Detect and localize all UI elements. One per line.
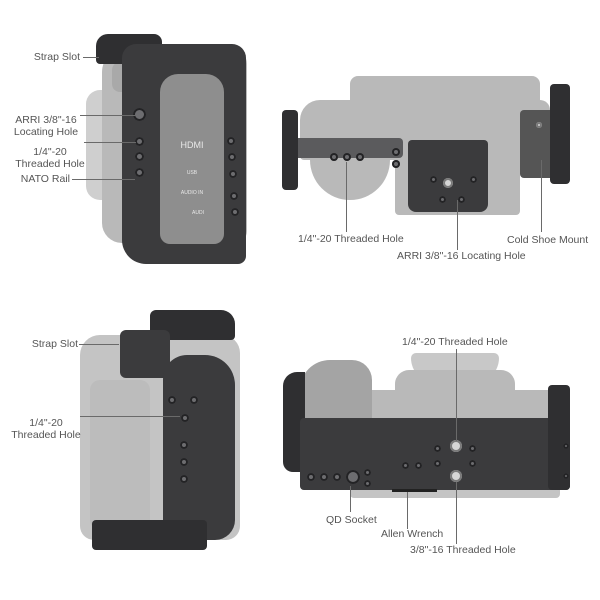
audio-in-label: AUDIO IN bbox=[180, 190, 204, 196]
threaded-hole-three-eighths bbox=[450, 470, 462, 482]
threaded-hole bbox=[330, 153, 338, 161]
threaded-hole bbox=[458, 196, 465, 203]
hdmi-label: HDMI bbox=[180, 140, 204, 150]
threaded-hole bbox=[356, 153, 364, 161]
cage-base-plate bbox=[300, 418, 570, 490]
cage-top-rail bbox=[283, 138, 403, 158]
leader-line bbox=[541, 160, 542, 232]
threaded-hole bbox=[415, 462, 422, 469]
threaded-hole bbox=[392, 160, 400, 168]
callout-qd-socket: QD Socket bbox=[326, 514, 377, 526]
callout-cold-shoe-mount: Cold Shoe Mount bbox=[507, 234, 589, 246]
cage-left-wrap bbox=[283, 372, 305, 472]
cage-right-side bbox=[550, 84, 570, 184]
leader-line bbox=[80, 416, 180, 417]
callout-threaded-hole-top: 1/4"-20 Threaded Hole bbox=[402, 336, 508, 348]
threaded-hole bbox=[364, 469, 371, 476]
threaded-hole bbox=[469, 445, 476, 452]
cold-shoe-screw bbox=[536, 122, 542, 128]
arri-locating-hole bbox=[443, 178, 453, 188]
threaded-hole bbox=[470, 176, 477, 183]
threaded-hole bbox=[180, 458, 188, 466]
callout-three-eighths-threaded-hole: 3/8"-16 Threaded Hole bbox=[410, 544, 516, 556]
callout-threaded-hole: 1/4"-20 Threaded Hole bbox=[298, 233, 404, 245]
callout-arri-locating-hole: ARRI 3/8"-16 Locating Hole bbox=[397, 250, 526, 262]
threaded-hole bbox=[392, 148, 400, 156]
leader-line bbox=[457, 200, 458, 250]
threaded-hole bbox=[227, 137, 235, 145]
threaded-hole bbox=[181, 414, 189, 422]
threaded-hole bbox=[563, 443, 569, 449]
callout-text: 1/4"-20 Threaded Hole bbox=[11, 417, 81, 441]
threaded-hole bbox=[430, 176, 437, 183]
leader-line bbox=[407, 492, 408, 529]
callout-threaded-hole: 1/4"-20 Threaded Hole bbox=[10, 405, 82, 441]
threaded-hole bbox=[563, 473, 569, 479]
threaded-hole bbox=[135, 137, 144, 146]
threaded-hole bbox=[402, 462, 409, 469]
threaded-hole bbox=[307, 473, 315, 481]
threaded-hole bbox=[229, 170, 237, 178]
threaded-hole bbox=[434, 460, 441, 467]
io-panel: HDMI USB AUDIO IN AUDI bbox=[160, 74, 224, 244]
callout-text: 1/4"-20 Threaded Hole bbox=[15, 146, 85, 170]
cage-right-side bbox=[548, 385, 570, 490]
threaded-hole bbox=[343, 153, 351, 161]
threaded-hole bbox=[180, 475, 188, 483]
leader-line bbox=[83, 57, 99, 58]
leader-line bbox=[84, 142, 136, 143]
leader-line bbox=[72, 179, 135, 180]
callout-strap-slot: Strap Slot bbox=[33, 51, 80, 63]
threaded-hole-quarter bbox=[450, 440, 462, 452]
cage-left-side bbox=[282, 110, 298, 190]
threaded-hole bbox=[320, 473, 328, 481]
leader-line bbox=[456, 349, 457, 441]
threaded-hole bbox=[135, 152, 144, 161]
threaded-hole bbox=[230, 192, 238, 200]
qd-socket bbox=[346, 470, 360, 484]
callout-threaded-hole: 1/4"-20 Threaded Hole bbox=[14, 134, 86, 170]
threaded-hole bbox=[228, 153, 236, 161]
audio-label: AUDI bbox=[192, 210, 204, 216]
callout-strap-slot: Strap Slot bbox=[31, 338, 78, 350]
cage-base-plate bbox=[408, 140, 488, 212]
usb-label: USB bbox=[186, 170, 198, 176]
leader-line bbox=[79, 344, 119, 345]
threaded-hole bbox=[469, 460, 476, 467]
leader-line bbox=[350, 486, 351, 512]
leader-line bbox=[80, 115, 136, 116]
grip bbox=[163, 355, 235, 540]
callout-nato-rail: NATO Rail bbox=[20, 173, 70, 185]
threaded-hole bbox=[190, 396, 198, 404]
threaded-hole bbox=[364, 480, 371, 487]
threaded-hole bbox=[333, 473, 341, 481]
threaded-hole bbox=[180, 441, 188, 449]
threaded-hole bbox=[135, 168, 144, 177]
bottom-bracket bbox=[92, 520, 207, 550]
arri-locating-hole bbox=[133, 108, 146, 121]
threaded-hole bbox=[439, 196, 446, 203]
leader-line bbox=[456, 482, 457, 544]
camera-side-texture bbox=[90, 380, 150, 530]
callout-text: ARRI 3/8"-16 Locating Hole bbox=[13, 114, 79, 138]
strap-slot-bracket bbox=[120, 330, 170, 378]
threaded-hole bbox=[168, 396, 176, 404]
leader-line bbox=[346, 162, 347, 232]
callout-arri-locating-hole: ARRI 3/8"-16 Locating Hole bbox=[12, 102, 80, 138]
threaded-hole bbox=[231, 208, 239, 216]
callout-allen-wrench: Allen Wrench bbox=[381, 528, 444, 540]
threaded-hole bbox=[434, 445, 441, 452]
allen-wrench bbox=[392, 489, 437, 492]
